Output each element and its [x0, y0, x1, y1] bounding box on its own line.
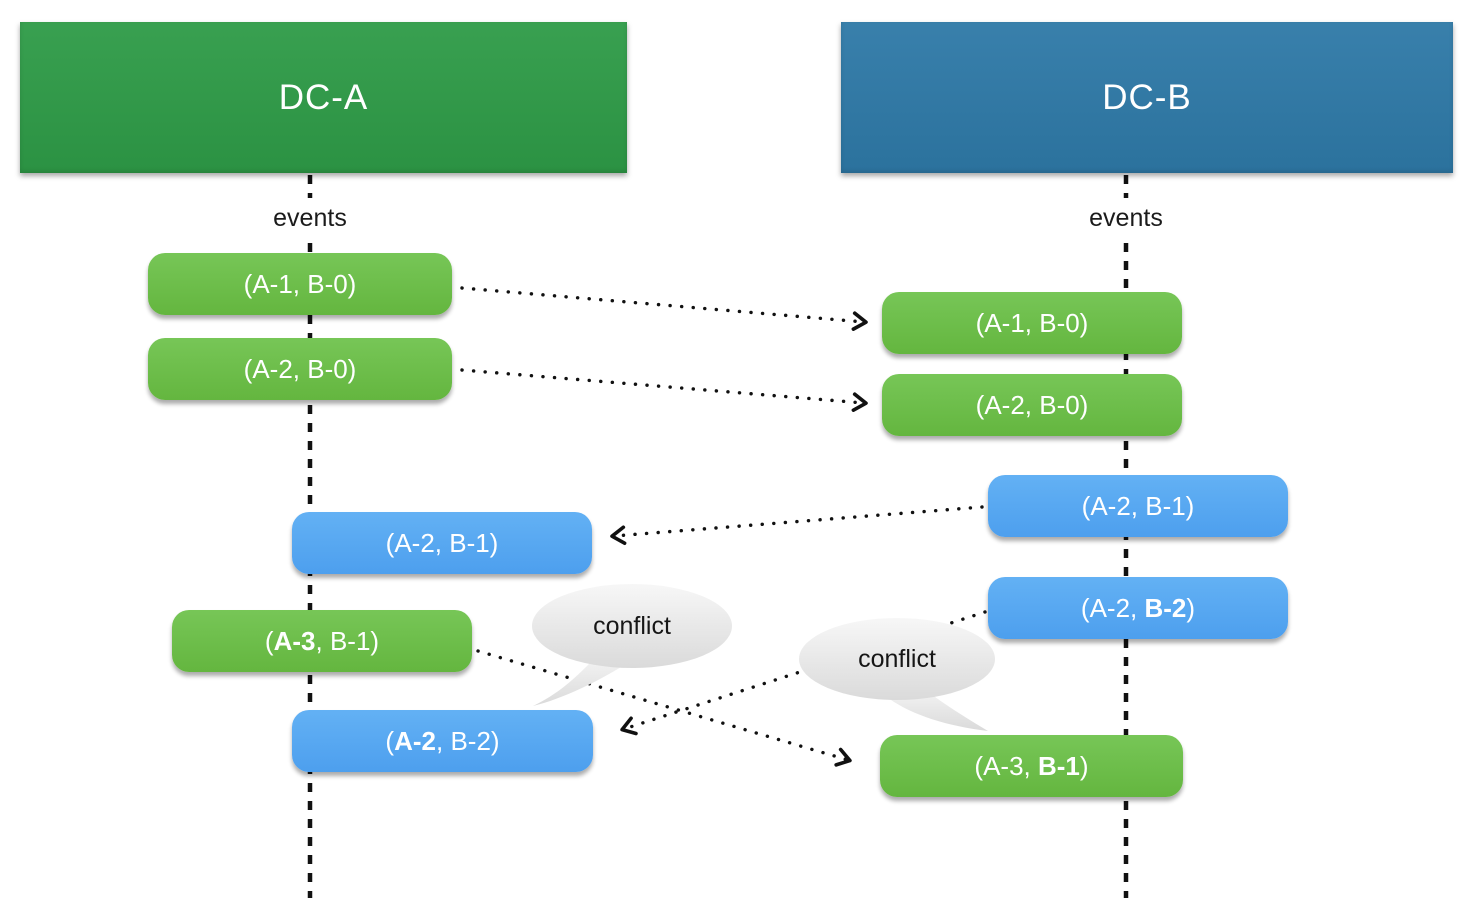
conflict-label-right: conflict [799, 618, 995, 700]
pill-dca-a1b0: (A-1, B-0) [148, 253, 452, 315]
pill-text: (A-2, B-1) [385, 527, 499, 558]
pill-text: (A-2, B-1) [1081, 490, 1195, 521]
dc-b-title: DC-B [1102, 77, 1192, 117]
dca-events-label: events [210, 202, 410, 234]
pill-dcb-a2b1: (A-2, B-1) [988, 475, 1288, 537]
dca-events-text: events [273, 203, 347, 232]
conflict-text: conflict [593, 611, 671, 640]
pill-text: , B-2) [436, 725, 500, 756]
pill-text: ) [1079, 750, 1089, 781]
dcb-events-label: events [1026, 202, 1226, 234]
conflict-text: conflict [858, 644, 936, 673]
pill-dca-a2b2: (A-2, B-2) [292, 710, 593, 772]
dc-b-header: DC-B [841, 22, 1453, 173]
pill-text-bold: B-2 [1144, 592, 1187, 623]
dc-a-title: DC-A [278, 77, 369, 117]
arrow-a2b0-to-dcb [460, 368, 868, 412]
pill-dcb-a1b0: (A-1, B-0) [882, 292, 1182, 354]
pill-text: (A-2, B-0) [243, 353, 357, 384]
pill-text: (A-2, B-0) [975, 389, 1089, 420]
pill-text: ( [385, 725, 395, 756]
pill-text: ( [264, 625, 274, 656]
pill-text-bold: A-2 [394, 725, 436, 756]
pill-text: (A-1, B-0) [243, 268, 357, 299]
pill-text: (A-1, B-0) [975, 307, 1089, 338]
pill-text: , B-1) [315, 625, 380, 656]
pill-text-bold: A-3 [273, 625, 316, 656]
dcb-events-text: events [1089, 203, 1163, 232]
pill-text: ) [1186, 592, 1196, 623]
pill-dca-a3b1: (A-3, B-1) [172, 610, 472, 672]
pill-dca-a2b1: (A-2, B-1) [292, 512, 592, 574]
conflict-label-left: conflict [532, 584, 732, 668]
pill-dcb-a2b0: (A-2, B-0) [882, 374, 1182, 436]
pill-text-bold: B-1 [1038, 750, 1080, 781]
arrow-a2b1-to-dca [610, 505, 984, 545]
dc-a-header: DC-A [20, 22, 627, 173]
pill-dcb-a3b1: (A-3, B-1) [880, 735, 1183, 797]
pill-dca-a2b0: (A-2, B-0) [148, 338, 452, 400]
pill-text: (A-3, [974, 750, 1038, 781]
arrow-a1b0-to-dcb [460, 286, 868, 331]
pill-dcb-a2b2: (A-2, B-2) [988, 577, 1288, 639]
pill-text: (A-2, [1080, 592, 1145, 623]
